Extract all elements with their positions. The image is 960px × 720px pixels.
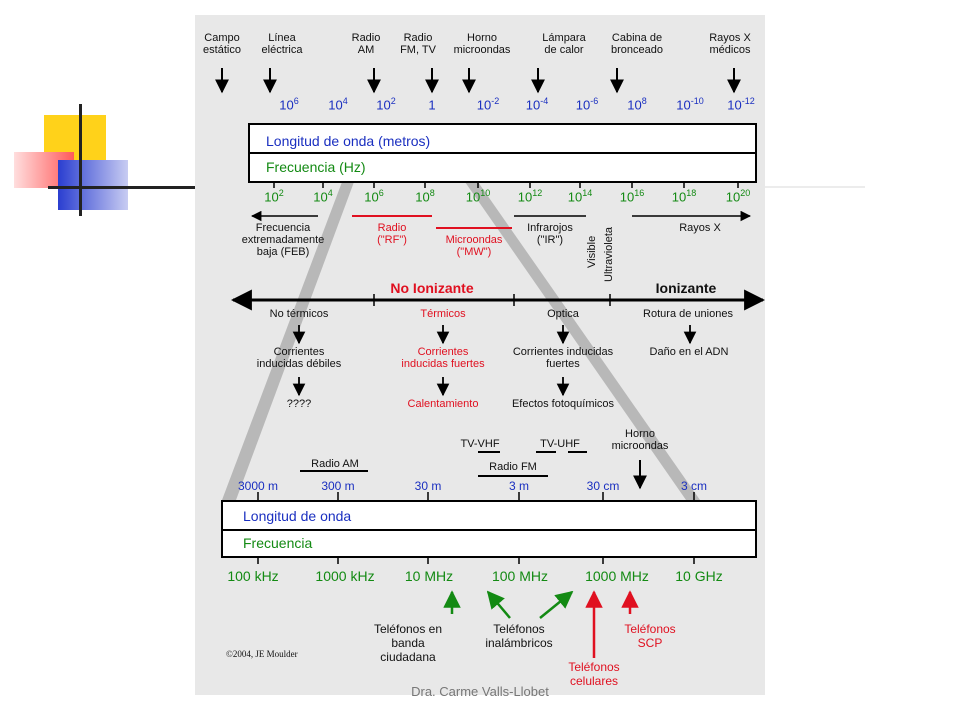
ionizante-label: Ionizante (655, 280, 717, 296)
effect-corrientes-inducidas-fuertes: Corrientes inducidas fuertes (512, 346, 614, 370)
lower-wl: 3 m (508, 479, 530, 493)
band-microondas: Microondas ("MW") (445, 234, 503, 258)
lower-wl: 3 cm (680, 479, 708, 493)
effect-arrows (292, 325, 697, 397)
label-radio-fm: Radio FM (489, 461, 537, 473)
fq-exp: 1016 (619, 188, 645, 205)
inal-arrow-left (486, 590, 511, 619)
lower-freq: 1000 MHz (585, 568, 649, 584)
lower-wl: 3000 m (237, 479, 279, 493)
device-celulares: Teléfonos celulares (568, 660, 620, 688)
effect-calentamiento: Calentamiento (407, 398, 479, 410)
lower-wl: 30 cm (586, 479, 620, 493)
fq-exp: 1010 (465, 188, 491, 205)
source-horno: Horno microondas (453, 32, 511, 56)
vertical-line (79, 104, 82, 216)
lower-freq: 10 MHz (404, 568, 454, 584)
source-campo: Campo estático (203, 32, 241, 56)
effect-termicos: Térmicos (420, 308, 466, 320)
lower-freq: 10 GHz (675, 568, 723, 584)
inal-arrow-right (539, 590, 574, 619)
wl-exp: 10-12 (727, 96, 755, 113)
source-linea: Línea eléctrica (261, 32, 303, 56)
lower-freq: 100 kHz (227, 568, 279, 584)
wl-exp: 10-10 (676, 96, 704, 113)
source-lampara: Lámpara de calor (542, 32, 586, 56)
band-radio: Radio ("RF") (377, 222, 407, 246)
fq-exp: 1020 (725, 188, 751, 205)
fq-exp: 1012 (517, 188, 543, 205)
zoom-cone-right (465, 182, 700, 500)
horizontal-line (48, 186, 196, 189)
source-radio-am: Radio AM (351, 32, 381, 56)
lower-freq: 1000 kHz (315, 568, 375, 584)
bottom-box-divider (223, 529, 755, 531)
effect-optica: Optica (547, 308, 579, 320)
blue-square (58, 160, 128, 210)
bottom-spectrum-box: Longitud de onda Frecuencia (221, 500, 757, 558)
no-ionizante-label: No Ionizante (390, 280, 474, 296)
effect-no-termicos: No térmicos (269, 308, 329, 320)
effect-rotura: Rotura de uniones (643, 308, 733, 320)
copyright: ©2004, JE Moulder (226, 649, 298, 659)
band-visible: Visible (586, 235, 598, 268)
effect-dano-adn: Daño en el ADN (649, 346, 729, 358)
wl-exp: 10-6 (575, 96, 599, 113)
source-arrows (215, 68, 741, 94)
device-scp: Teléfonos SCP (624, 622, 676, 650)
label-radio-am: Radio AM (311, 458, 359, 470)
footer-author: Dra. Carme Valls-Llobet (411, 684, 549, 699)
fq-exp: 102 (264, 188, 284, 205)
top-box-frequency-label: Frecuencia (Hz) (266, 159, 366, 175)
top-box-wavelength-label: Longitud de onda (metros) (266, 133, 431, 149)
fq-exp: 104 (313, 188, 333, 205)
wl-exp: 10-2 (476, 96, 500, 113)
effect-unknown: ???? (286, 398, 312, 410)
device-inalambricos: Teléfonos inalámbricos (485, 622, 553, 650)
lower-wl: 300 m (321, 479, 355, 493)
top-box-divider (250, 152, 755, 154)
fq-exp: 1014 (567, 188, 593, 205)
label-tv-uhf: TV-UHF (540, 438, 580, 450)
bottom-box-frequency-label: Frecuencia (243, 535, 313, 551)
wl-exp: 102 (376, 96, 396, 113)
fq-exp: 106 (364, 188, 384, 205)
wl-exp: 1 (428, 97, 436, 113)
label-tv-vhf: TV-VHF (460, 438, 500, 450)
faint-line (765, 186, 865, 188)
label-horno-microondas: Horno microondas (611, 428, 669, 452)
band-rayosx: Rayos X (679, 222, 721, 234)
effect-corrientes-fuertes: Corrientes inducidas fuertes (401, 346, 485, 370)
band-ultravioleta: Ultravioleta (603, 226, 615, 282)
bottom-box-wavelength-label: Longitud de onda (243, 508, 352, 524)
band-feb: Frecuencia extremadamente baja (FEB) (241, 222, 325, 258)
wl-exp: 10-4 (525, 96, 549, 113)
fq-exp: 1018 (671, 188, 697, 205)
source-radio-fm: Radio FM, TV (400, 32, 436, 56)
wl-exp: 108 (627, 96, 647, 113)
fq-exp: 108 (415, 188, 435, 205)
lower-freq: 100 MHz (491, 568, 549, 584)
lower-wl: 30 m (414, 479, 442, 493)
top-spectrum-box: Longitud de onda (metros) Frecuencia (Hz… (248, 123, 757, 183)
source-cabina: Cabina de bronceado (611, 32, 663, 56)
wl-exp: 104 (328, 96, 348, 113)
effect-fotoquimicos: Efectos fotoquímicos (511, 398, 615, 410)
zoom-cone-left (222, 182, 354, 500)
wl-exp: 106 (279, 96, 299, 113)
band-infrarojos: Infrarojos ("IR") (527, 222, 573, 246)
source-rayosx: Rayos X médicos (709, 32, 751, 56)
device-banda-ciudadana: Teléfonos en banda ciudadana (373, 622, 443, 664)
effect-corrientes-debiles: Corrientes inducidas débiles (256, 346, 342, 370)
